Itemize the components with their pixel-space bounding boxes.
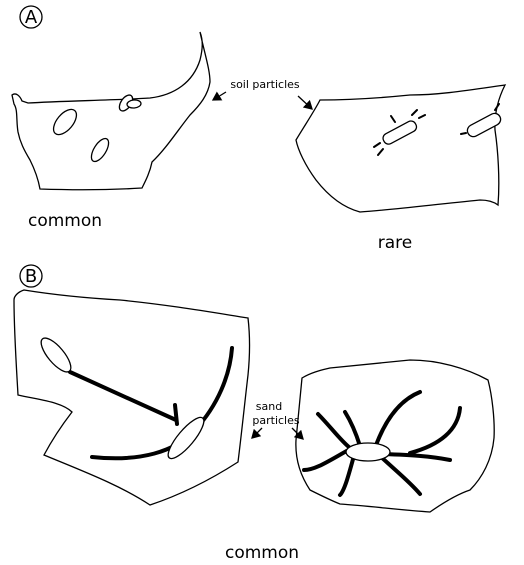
spore-2 — [88, 136, 112, 164]
spore-3 — [117, 93, 142, 113]
spore-b-3 — [346, 443, 390, 461]
soil-particle-rare — [296, 85, 505, 212]
panel-b-letter: B — [25, 266, 37, 287]
panel-a-marker: A — [20, 6, 42, 28]
arrow-to-left-sand — [252, 428, 262, 438]
hypha-left-2 — [92, 348, 232, 458]
panel-a-letter: A — [25, 7, 38, 28]
panel-b: B sand particles common — [14, 265, 494, 563]
sand-particles-label-line2: particles — [252, 414, 299, 427]
spore-b-1 — [36, 334, 75, 376]
soil-particles-label: soil particles — [230, 78, 300, 91]
sand-particles-label-line1: sand — [256, 400, 282, 413]
spore-b-2 — [163, 413, 209, 463]
spore-with-appendages-2 — [461, 104, 503, 139]
label-rare: rare — [378, 233, 412, 253]
hyphae-right — [304, 392, 460, 495]
arrow-to-left-soil — [213, 92, 226, 100]
hypha-left-1 — [70, 372, 176, 420]
label-common-b: common — [225, 543, 299, 563]
spore-with-appendages-1 — [374, 110, 425, 155]
sand-particle-right — [296, 360, 494, 512]
sand-particle-left — [14, 290, 250, 505]
panel-a: A soil particles common rare — [12, 6, 505, 253]
spore-1 — [49, 105, 81, 138]
panel-b-marker: B — [20, 265, 42, 287]
hypha-left-3 — [175, 405, 177, 424]
label-common-a: common — [28, 211, 102, 231]
soil-particle-common — [12, 32, 210, 190]
arrow-to-right-soil — [298, 96, 312, 109]
